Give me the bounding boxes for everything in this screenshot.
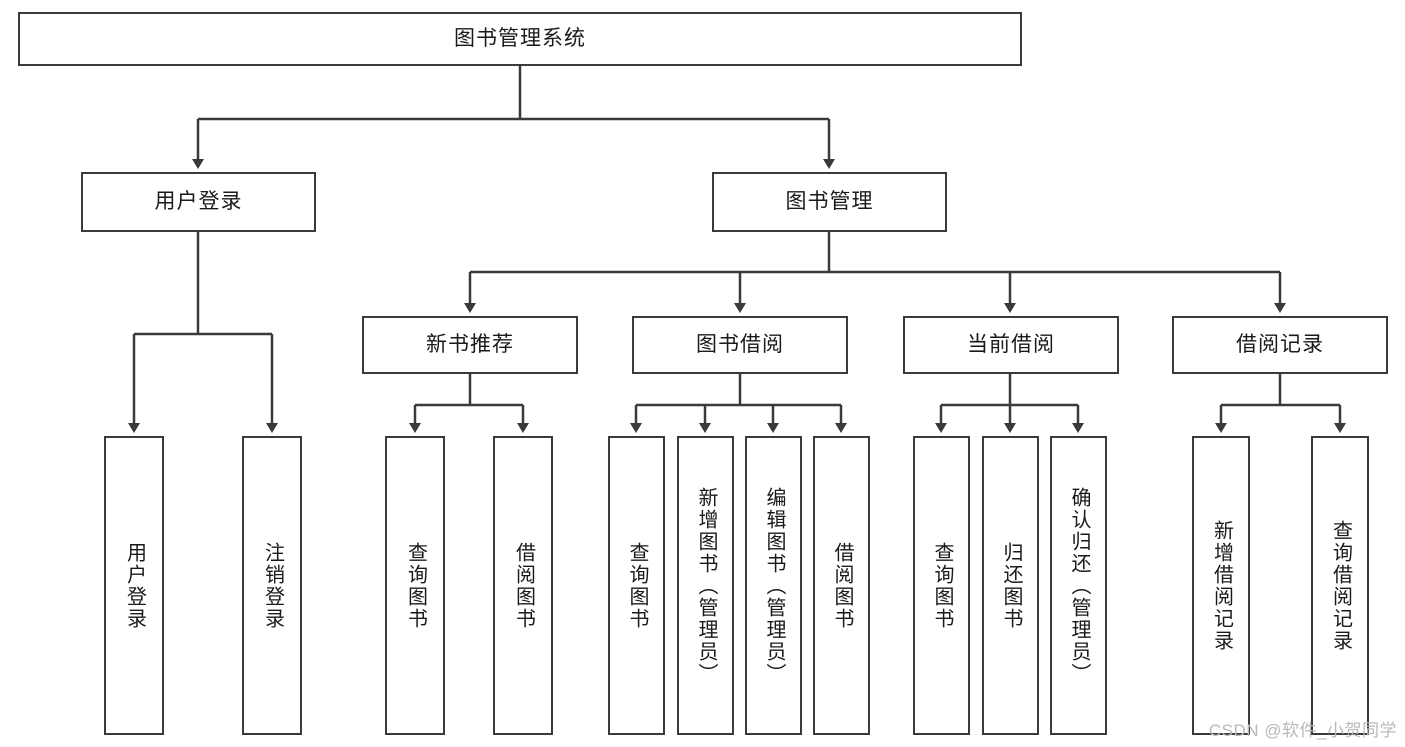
node-root-book-management-system[interactable]: 图书管理系统 (18, 12, 1022, 66)
node-label: 当前借阅 (967, 333, 1055, 357)
node-label: 归还图书 (1000, 541, 1022, 630)
leaf-book-borrow-query-book[interactable]: 查询图书 (608, 436, 665, 735)
node-book-borrow[interactable]: 图书借阅 (632, 316, 848, 374)
node-label: 确认归还（管理员） (1068, 486, 1090, 685)
node-label: 注销登录 (261, 541, 284, 630)
node-label: 查询图书 (626, 541, 648, 630)
node-new-book-recommend[interactable]: 新书推荐 (362, 316, 578, 374)
leaf-current-borrow-confirm-return-admin[interactable]: 确认归还（管理员） (1050, 436, 1107, 735)
node-label: 新增图书（管理员） (695, 486, 717, 685)
node-label: 借阅图书 (512, 541, 535, 630)
leaf-book-borrow-add-book-admin[interactable]: 新增图书（管理员） (677, 436, 734, 735)
node-current-borrow[interactable]: 当前借阅 (903, 316, 1119, 374)
node-book-management[interactable]: 图书管理 (712, 172, 947, 232)
leaf-user-login-logout[interactable]: 注销登录 (242, 436, 302, 735)
node-label: 用户登录 (154, 190, 243, 214)
node-label: 查询借阅记录 (1329, 519, 1352, 652)
leaf-current-borrow-query-book[interactable]: 查询图书 (913, 436, 970, 735)
node-label: 编辑图书（管理员） (763, 486, 785, 685)
csdn-watermark: CSDN @软件_小贺同学 (1208, 721, 1397, 740)
leaf-current-borrow-return-book[interactable]: 归还图书 (982, 436, 1039, 735)
leaf-borrow-records-query-record[interactable]: 查询借阅记录 (1311, 436, 1369, 735)
node-label: 查询图书 (404, 541, 427, 630)
node-label: 新增借阅记录 (1210, 519, 1233, 652)
node-label: 图书借阅 (696, 333, 784, 357)
leaf-new-book-query-book[interactable]: 查询图书 (385, 436, 445, 735)
node-label: 借阅图书 (831, 541, 853, 630)
leaf-borrow-records-add-record[interactable]: 新增借阅记录 (1192, 436, 1250, 735)
node-label: 新书推荐 (426, 333, 514, 357)
node-label: 用户登录 (123, 541, 146, 630)
leaf-user-login-login[interactable]: 用户登录 (104, 436, 164, 735)
leaf-new-book-borrow-book[interactable]: 借阅图书 (493, 436, 553, 735)
leaf-book-borrow-edit-book-admin[interactable]: 编辑图书（管理员） (745, 436, 802, 735)
leaf-book-borrow-lend-book[interactable]: 借阅图书 (813, 436, 870, 735)
node-user-login[interactable]: 用户登录 (81, 172, 316, 232)
node-borrow-records[interactable]: 借阅记录 (1172, 316, 1388, 374)
node-label: 借阅记录 (1236, 333, 1324, 357)
node-label: 图书管理 (785, 190, 874, 214)
node-label: 查询图书 (931, 541, 953, 630)
node-label: 图书管理系统 (454, 27, 586, 51)
